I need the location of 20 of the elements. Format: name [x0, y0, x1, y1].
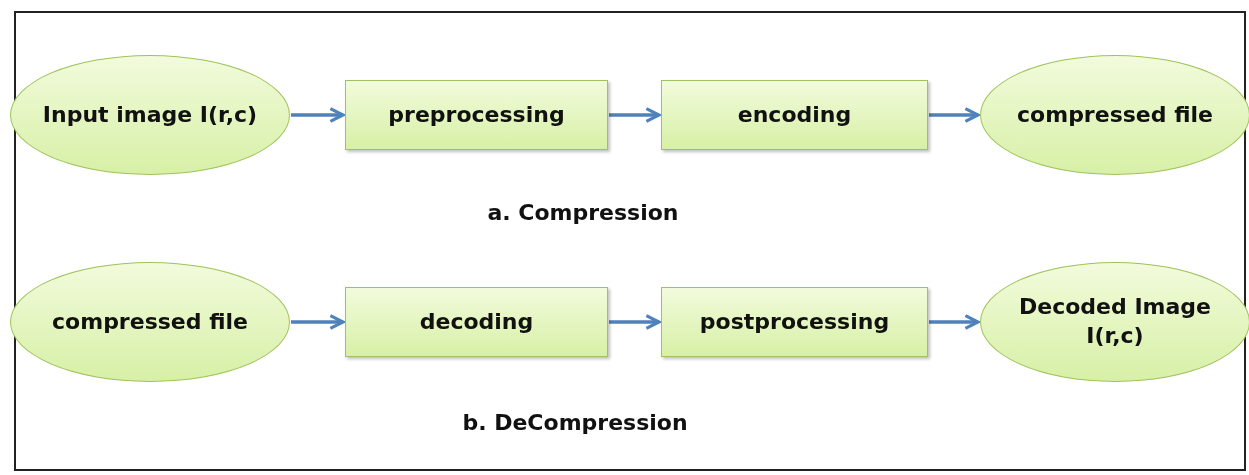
process-box	[345, 80, 608, 150]
node-label: compressed file	[51, 307, 249, 336]
arrow	[929, 107, 980, 123]
node-label: compressed file	[1016, 100, 1214, 129]
arrow	[609, 107, 661, 123]
process-box	[661, 80, 928, 150]
arrow	[929, 314, 980, 330]
node-label: decoding	[418, 307, 535, 336]
node-label: encoding	[736, 100, 853, 129]
caption-text: a. Compression	[487, 200, 679, 225]
node-label: Decoded Image I(r,c)	[1017, 293, 1212, 350]
arrow	[291, 107, 345, 123]
process-box	[661, 287, 928, 357]
node-label: postprocessing	[698, 307, 891, 336]
arrow	[291, 314, 345, 330]
process-box	[345, 287, 608, 357]
node-label: Input image I(r,c)	[41, 100, 259, 129]
arrow	[609, 314, 661, 330]
node-label: preprocessing	[387, 100, 566, 129]
caption-text: b. DeCompression	[462, 410, 688, 435]
